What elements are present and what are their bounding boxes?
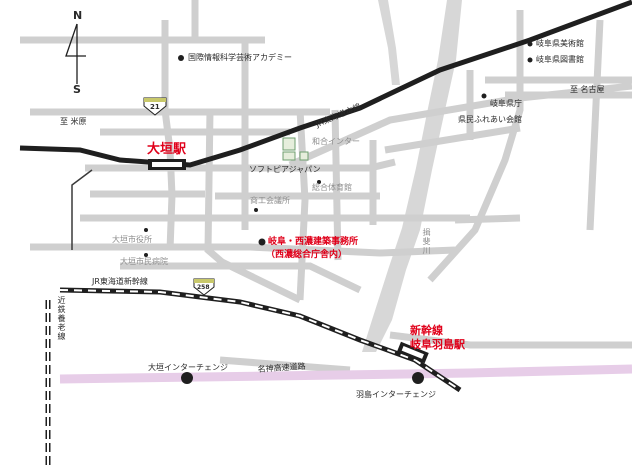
office-marker [258,238,266,246]
hashima-ic-label: 羽島インターチェンジ [356,390,436,399]
ogaki-ic-marker [181,372,193,384]
road [120,262,362,294]
sports-label: 総合体育館 [312,183,352,192]
chamber-marker [254,208,258,212]
pref-office-label: 岐阜県庁 [490,99,522,108]
museum-marker [527,41,533,47]
fureai-label: 県民ふれあい会館 [458,115,522,124]
shinkansen-label: 新幹線 [410,324,443,337]
road [204,109,302,304]
wago-ic-label: 和合インター [312,137,360,146]
road [331,109,342,261]
ogaki-station-label: 大垣駅 [147,142,187,157]
hospital-marker [144,253,148,257]
jr-shinkansen-label: JR東海道新幹線 [92,277,148,286]
city-hall-label: 大垣市役所 [112,235,152,244]
iamas-marker [178,55,184,61]
road [30,243,456,257]
office-sublabel: （西濃総合庁舎内） [266,250,348,260]
river-branch [378,0,400,85]
route-21-label: 21 [150,103,160,111]
road [296,109,309,301]
pref-office-marker [481,93,487,99]
road [454,214,521,224]
road [389,331,632,349]
road [586,19,604,231]
route-258-shield-shape [193,278,215,296]
library-marker [527,57,533,63]
facility-markers [144,41,533,257]
hashima-ic-marker [412,372,424,384]
river-label: 揖斐川 [422,228,431,255]
kintetsu-label: 近鉄養老線 [57,296,66,341]
river [362,0,462,352]
road [427,10,524,283]
jr-tokaido-shinkansen-dash [59,289,461,391]
road-network [20,0,632,374]
road [384,124,521,154]
compass-north: N [73,9,83,22]
softopia-marker [317,180,321,184]
road [219,356,351,374]
hospital-label: 大垣市民病院 [120,257,168,266]
compass-rose [65,23,86,84]
chamber-label: 商工会議所 [250,196,290,205]
gifu-hashima-station-label: 岐阜羽島駅 [410,338,465,351]
library-label: 岐阜県図書館 [536,55,584,64]
road [161,20,176,251]
direction-maibara: 至 米原 [60,117,87,126]
jr-tokaido-main-line [19,0,632,168]
compass-south: S [73,83,81,96]
route-258-label: 258 [197,284,210,291]
wago-interchange-icon [282,137,309,161]
softopia-label: ソフトピアジャパン [249,165,321,174]
rail-spur [71,169,93,250]
meishin-expressway [59,364,632,384]
office-label: 岐阜・西濃建築事務所 [268,237,359,247]
city-hall-marker [144,228,148,232]
iamas-label: 国際情報科学芸術アカデミー [188,53,292,62]
route-21-shield-shape [143,97,167,116]
direction-nagoya: 至 名古屋 [570,85,605,94]
museum-label: 岐阜県美術館 [536,39,584,48]
ogaki-ic-label: 大垣インターチェンジ [148,363,228,372]
